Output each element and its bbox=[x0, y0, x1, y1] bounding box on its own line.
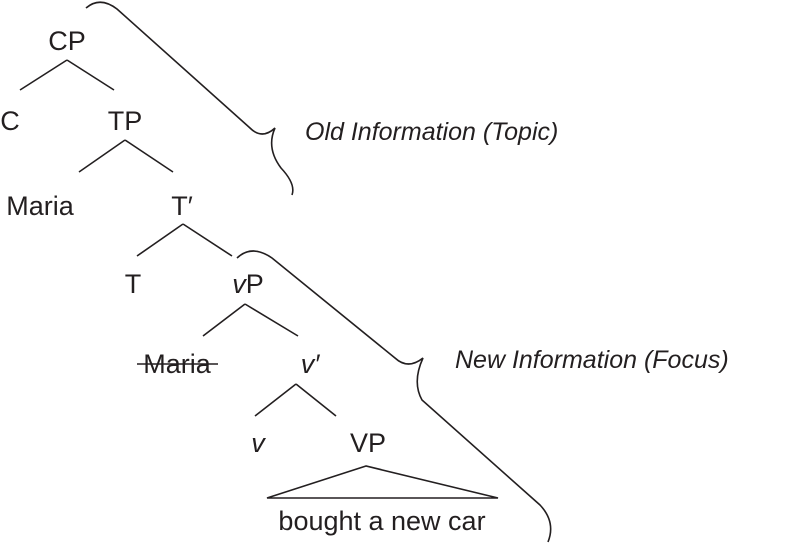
brace-old-information bbox=[85, 1, 294, 196]
branch-tp-tbar bbox=[124, 139, 174, 173]
branch-vbar-vp bbox=[295, 383, 337, 417]
node-small-vp: vP bbox=[232, 269, 264, 299]
node-t: T bbox=[125, 269, 142, 299]
branch-cp-tp bbox=[66, 59, 115, 91]
branch-tbar-vp bbox=[182, 223, 233, 257]
branch-tbar-t bbox=[136, 223, 184, 257]
node-cp: CP bbox=[48, 26, 86, 56]
branch-vp-vbar bbox=[244, 303, 299, 337]
node-vp: VP bbox=[350, 428, 386, 458]
vp-content: bought a new car bbox=[278, 506, 485, 536]
vp-triangle bbox=[266, 465, 499, 499]
node-c: C bbox=[0, 106, 20, 136]
branch-vp-maria bbox=[202, 303, 246, 337]
label-new-information: New Information (Focus) bbox=[455, 346, 729, 374]
node-t-bar: T′ bbox=[171, 191, 193, 221]
node-maria: Maria bbox=[6, 191, 74, 221]
label-old-information: Old Information (Topic) bbox=[305, 118, 558, 146]
branch-tp-maria bbox=[78, 139, 126, 173]
small-v: v bbox=[232, 269, 247, 299]
node-v-bar: v′ bbox=[301, 349, 321, 379]
node-v: v bbox=[251, 428, 266, 458]
branch-cp-c bbox=[19, 59, 68, 91]
branch-vbar-v bbox=[254, 383, 297, 417]
node-tp: TP bbox=[108, 106, 143, 136]
small-vp-p: P bbox=[246, 269, 264, 299]
brace-new-information bbox=[236, 250, 552, 543]
